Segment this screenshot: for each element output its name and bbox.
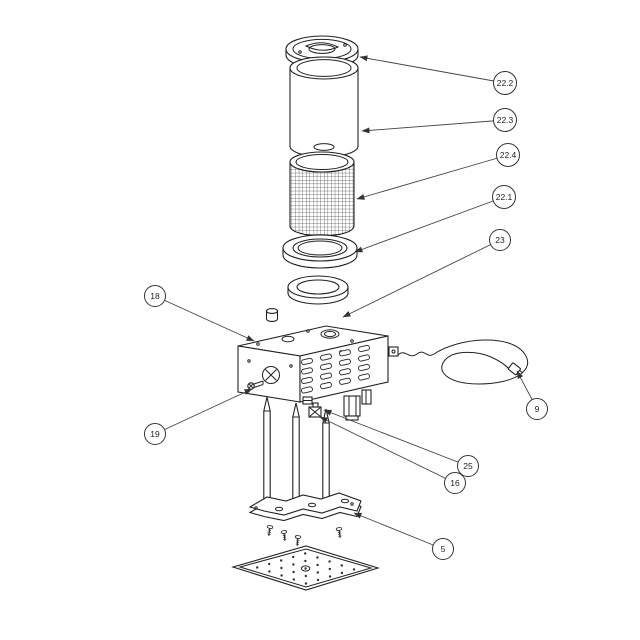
part-fastener-screws bbox=[265, 524, 344, 547]
leader-18 bbox=[154, 295, 255, 342]
callout-label: 19 bbox=[150, 429, 160, 439]
part-manifold-block bbox=[237, 308, 389, 421]
part-canister-body bbox=[289, 56, 359, 158]
callout-label: 22.2 bbox=[497, 78, 514, 88]
part-power-cord bbox=[388, 339, 529, 385]
callout-22-4: 22.4 bbox=[496, 143, 520, 167]
part-valve-fitting-upper bbox=[302, 396, 313, 405]
callout-label: 22.4 bbox=[500, 150, 517, 160]
leader-22-1 bbox=[354, 196, 505, 253]
leader-25 bbox=[323, 409, 469, 467]
callout-label: 18 bbox=[150, 291, 160, 301]
leader-19 bbox=[154, 388, 253, 435]
cord-connector bbox=[507, 362, 523, 377]
leader-lines bbox=[154, 55, 538, 550]
cross-circle-mark bbox=[262, 366, 280, 384]
leader-5 bbox=[353, 512, 444, 550]
callouts: 22.2 22.3 22.4 22.1 23 18 19 9 bbox=[144, 71, 548, 560]
part-mounting-bracket bbox=[248, 492, 362, 522]
leader-22-4 bbox=[356, 154, 509, 200]
callout-9: 9 bbox=[526, 398, 548, 420]
callout-label: 22.1 bbox=[496, 192, 513, 202]
callout-label: 9 bbox=[535, 404, 540, 414]
part-gasket-ring bbox=[287, 275, 349, 305]
callout-label: 22.3 bbox=[497, 115, 514, 125]
leader-23 bbox=[342, 239, 501, 318]
top-port-cylinder bbox=[265, 308, 279, 322]
part-base-plate bbox=[231, 545, 380, 591]
callout-5: 5 bbox=[432, 538, 454, 560]
callout-18: 18 bbox=[144, 285, 166, 307]
leader-22-3 bbox=[361, 119, 506, 134]
part-electrode-pins bbox=[263, 396, 330, 509]
callout-label: 5 bbox=[441, 544, 446, 554]
callout-22-1: 22.1 bbox=[492, 185, 516, 209]
leader-22-2 bbox=[359, 55, 506, 84]
callout-22-2: 22.2 bbox=[493, 71, 517, 95]
part-flange-collar bbox=[282, 234, 358, 269]
callout-label: 25 bbox=[463, 461, 473, 471]
callout-19: 19 bbox=[144, 423, 166, 445]
callout-label: 23 bbox=[495, 235, 505, 245]
leader-16 bbox=[319, 416, 456, 484]
callout-22-3: 22.3 bbox=[493, 108, 517, 132]
callout-16: 16 bbox=[444, 472, 466, 494]
callout-25: 25 bbox=[457, 455, 479, 477]
part-valve-fitting-lower bbox=[308, 402, 322, 418]
under-block-ports bbox=[343, 389, 372, 421]
part-mesh-strainer bbox=[289, 151, 355, 237]
callout-23: 23 bbox=[489, 229, 511, 251]
callout-label: 16 bbox=[450, 478, 460, 488]
